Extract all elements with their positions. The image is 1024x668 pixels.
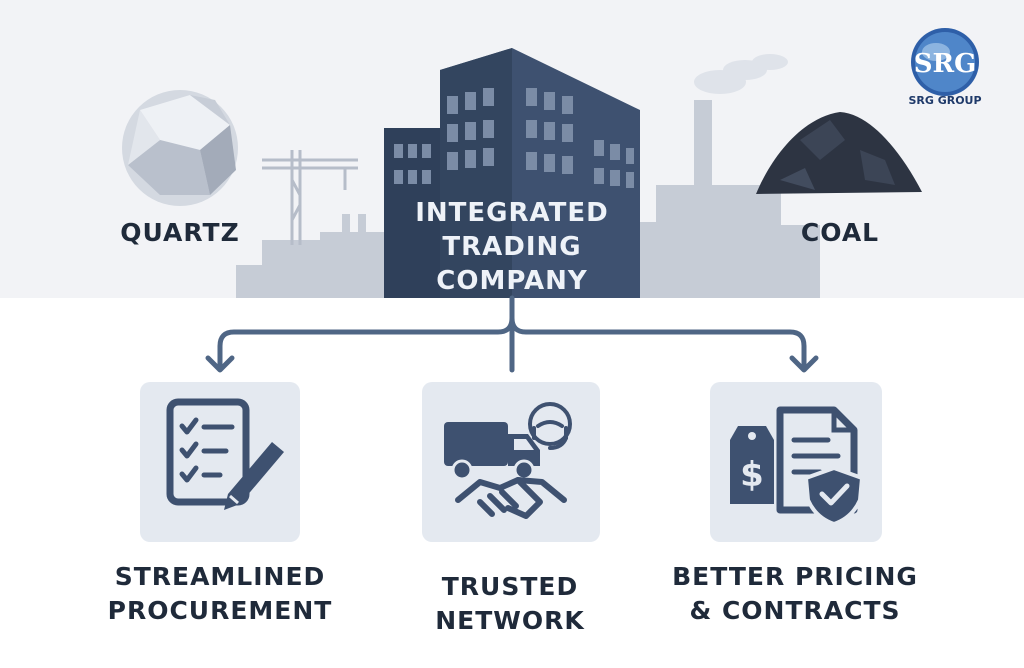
benefit-card-network	[422, 382, 600, 542]
network-label: TRUSTED NETWORK	[400, 570, 620, 638]
procurement-label-line-2: PROCUREMENT	[107, 596, 333, 625]
company-title: INTEGRATED TRADING COMPANY	[384, 196, 640, 298]
industrial-skyline	[122, 48, 922, 298]
truck-handshake-icon	[444, 402, 572, 519]
network-label-line-1: TRUSTED	[441, 572, 579, 601]
quartz-label: QUARTZ	[120, 218, 240, 247]
coal-label: COAL	[800, 218, 880, 247]
company-title-line-1: INTEGRATED	[415, 198, 609, 228]
pricing-label: BETTER PRICING & CONTRACTS	[670, 560, 920, 628]
svg-text:$: $	[740, 455, 764, 495]
checklist-pen-icon	[166, 398, 284, 510]
procurement-label: STREAMLINED PROCUREMENT	[100, 560, 340, 628]
pricing-label-line-2: & CONTRACTS	[689, 596, 901, 625]
quartz-crystal-icon	[122, 90, 238, 206]
network-label-line-2: NETWORK	[435, 606, 585, 635]
pricing-label-line-1: BETTER PRICING	[672, 562, 918, 591]
srg-logo-mark: SRG	[914, 49, 977, 79]
logo-text: SRG GROUP	[908, 94, 982, 107]
srg-logo: SRG	[911, 28, 979, 96]
company-title-line-3: COMPANY	[436, 266, 588, 296]
benefit-card-procurement	[140, 382, 300, 542]
procurement-label-line-1: STREAMLINED	[114, 562, 326, 591]
coal-pile-icon	[756, 112, 922, 194]
benefit-card-pricing: $	[710, 382, 882, 542]
price-tag-contract-icon: $	[730, 406, 865, 527]
crane-icon	[262, 150, 358, 245]
company-title-line-2: TRADING	[442, 232, 582, 262]
